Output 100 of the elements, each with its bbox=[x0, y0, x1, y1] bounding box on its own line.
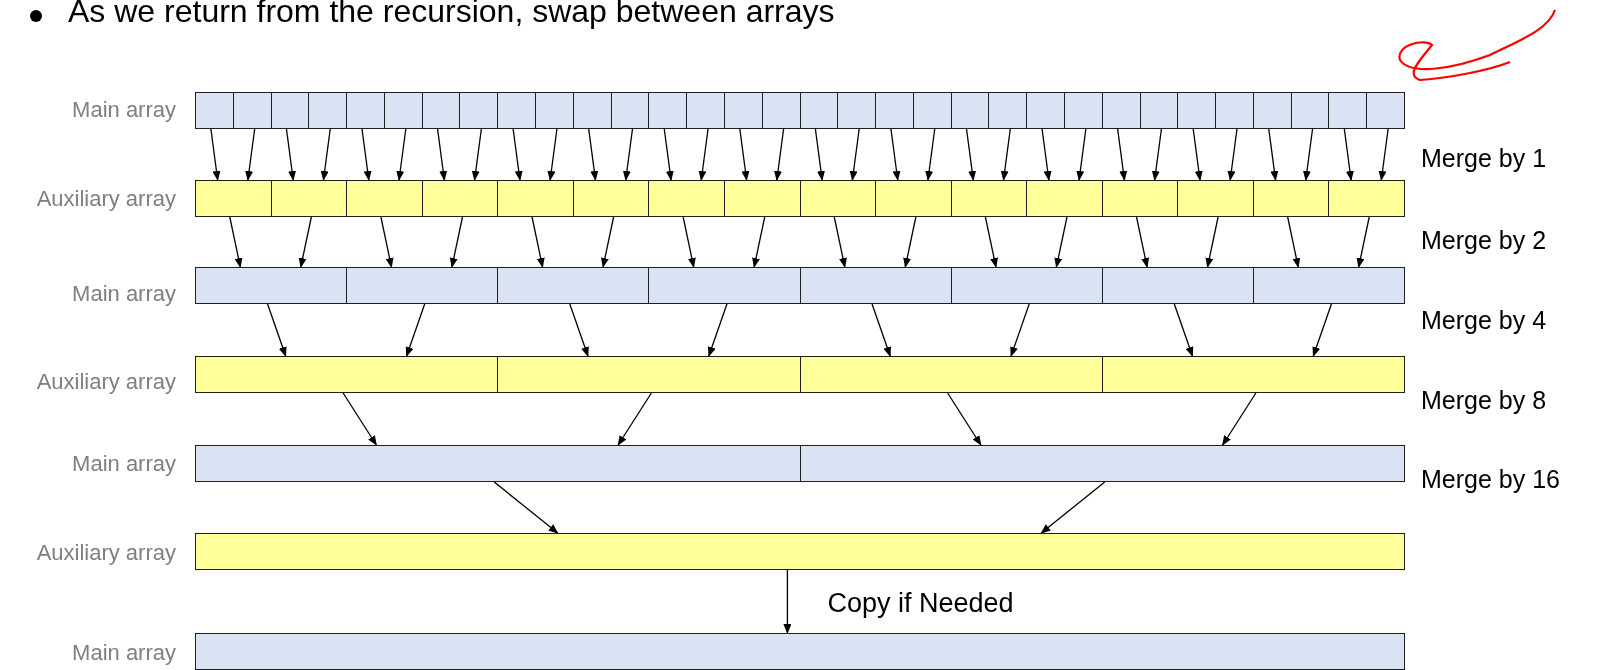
array-cell bbox=[232, 92, 272, 129]
arrow bbox=[903, 216, 917, 268]
arrow bbox=[1356, 216, 1370, 268]
arrow bbox=[342, 392, 377, 446]
array-cell bbox=[346, 267, 499, 304]
array-cell bbox=[195, 356, 499, 393]
array-cell bbox=[459, 92, 499, 129]
array-cell bbox=[648, 92, 688, 129]
arrow bbox=[1000, 128, 1011, 181]
row-label: Auxiliary array bbox=[36, 542, 176, 564]
array-cell bbox=[1177, 180, 1254, 217]
array-cell bbox=[1252, 267, 1405, 304]
array-cell bbox=[1101, 267, 1254, 304]
array-cell bbox=[648, 267, 801, 304]
arrow bbox=[925, 128, 936, 181]
array-cell bbox=[912, 92, 952, 129]
array-cell bbox=[799, 267, 952, 304]
array-cell bbox=[723, 92, 763, 129]
arrow bbox=[601, 216, 615, 268]
arrow bbox=[617, 392, 653, 446]
arrow bbox=[512, 128, 523, 181]
arrow bbox=[739, 128, 750, 181]
row-label: Auxiliary array bbox=[36, 371, 176, 393]
array-cell bbox=[195, 92, 234, 129]
arrow bbox=[285, 128, 296, 181]
arrow bbox=[493, 481, 559, 534]
arrow bbox=[1312, 303, 1333, 357]
array-cell bbox=[799, 180, 877, 217]
arrow bbox=[774, 128, 785, 181]
array-cell bbox=[1177, 92, 1217, 129]
edge-label: Copy if Needed bbox=[827, 589, 1014, 617]
arrow bbox=[1054, 216, 1068, 268]
array-cell bbox=[308, 92, 348, 129]
array-cell bbox=[723, 180, 801, 217]
array-cell bbox=[875, 92, 914, 129]
arrow bbox=[569, 303, 589, 357]
array-cell bbox=[572, 180, 650, 217]
arrow bbox=[1227, 128, 1238, 181]
arrow bbox=[1343, 128, 1354, 181]
arrow bbox=[1205, 216, 1219, 268]
arrow bbox=[531, 216, 545, 268]
arrow bbox=[1040, 481, 1106, 534]
array-cell bbox=[1215, 92, 1254, 129]
array-cell bbox=[1101, 180, 1179, 217]
arrow bbox=[1041, 128, 1052, 181]
row-label: Main array bbox=[72, 99, 176, 121]
array-cell bbox=[799, 445, 1405, 482]
arrow bbox=[965, 128, 977, 181]
array-cell bbox=[1252, 92, 1292, 129]
array-cell bbox=[686, 92, 725, 129]
arrow bbox=[698, 128, 709, 181]
arrow bbox=[663, 128, 674, 181]
row-label: Main array bbox=[72, 453, 176, 475]
arrow bbox=[984, 216, 998, 268]
arrow bbox=[245, 128, 256, 181]
arrow bbox=[708, 303, 728, 357]
array-cell bbox=[572, 92, 612, 129]
array-cell bbox=[195, 445, 801, 482]
arrow bbox=[1117, 128, 1128, 181]
array-cell bbox=[195, 533, 1405, 570]
arrow bbox=[361, 128, 372, 181]
arrow bbox=[1287, 216, 1301, 268]
array-cell bbox=[1328, 92, 1368, 129]
arrow bbox=[849, 128, 860, 181]
arrow bbox=[229, 216, 243, 268]
arrow bbox=[1076, 128, 1087, 181]
arrow bbox=[1173, 303, 1194, 357]
arrow bbox=[1151, 128, 1163, 181]
arrow bbox=[298, 216, 312, 268]
array-cell bbox=[875, 180, 952, 217]
array-cell bbox=[1366, 92, 1405, 129]
arrow bbox=[890, 128, 901, 181]
step-label: Merge by 8 bbox=[1421, 388, 1547, 413]
arrow bbox=[622, 128, 634, 181]
array-cell bbox=[535, 92, 574, 129]
row-label: Main array bbox=[72, 283, 176, 305]
arrow bbox=[405, 303, 426, 357]
arrow bbox=[783, 569, 792, 634]
arrow bbox=[449, 216, 464, 268]
step-label: Merge by 2 bbox=[1421, 228, 1547, 253]
array-cell bbox=[648, 180, 725, 217]
arrow bbox=[1303, 128, 1314, 181]
array-cell bbox=[950, 267, 1103, 304]
arrow bbox=[1135, 216, 1150, 268]
array-cell bbox=[799, 356, 1103, 393]
array-cell bbox=[837, 92, 877, 129]
arrow bbox=[752, 216, 766, 268]
array-cell bbox=[346, 92, 385, 129]
array-cell bbox=[1063, 92, 1103, 129]
array-cell bbox=[1252, 180, 1330, 217]
array-cell bbox=[950, 180, 1028, 217]
arrow bbox=[1268, 128, 1279, 181]
arrow bbox=[833, 216, 847, 268]
array-cell bbox=[195, 180, 272, 217]
array-cell bbox=[497, 356, 801, 393]
arrow bbox=[436, 128, 448, 181]
arrow bbox=[266, 303, 287, 357]
array-cell bbox=[1328, 180, 1405, 217]
array-cell bbox=[195, 267, 348, 304]
arrow bbox=[210, 128, 221, 181]
